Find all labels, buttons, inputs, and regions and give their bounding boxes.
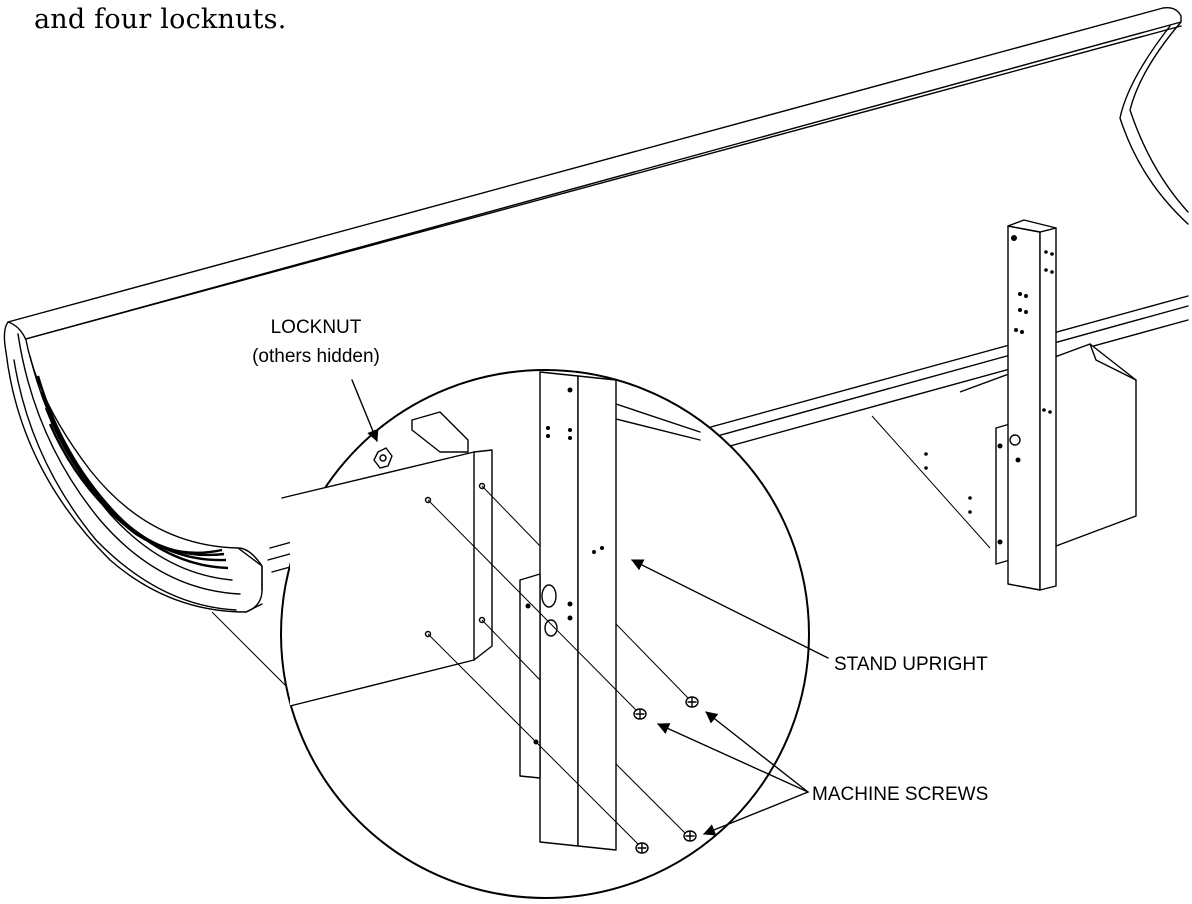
callouts: LOCKNUT (others hidden) STAND UPRIGHT MA…: [252, 317, 988, 836]
machine-screw-4: [683, 830, 697, 842]
machine-screw-3: [635, 842, 649, 854]
locknut-label: LOCKNUT: [271, 317, 362, 338]
detail-magnifier: [280, 369, 810, 899]
machine-screw-1: [633, 708, 647, 720]
stand-upright-label: STAND UPRIGHT: [834, 654, 988, 675]
machine-screws-leader-2: [657, 723, 809, 793]
locknut-sublabel: (others hidden): [252, 346, 380, 367]
right-stand: [871, 219, 1137, 591]
stand-upright-leader: [631, 559, 829, 659]
machine-screws-leader-1: [705, 711, 809, 793]
intro-text: and four locknuts.: [34, 4, 287, 35]
machine-screws-leader-3: [703, 791, 809, 836]
machine-screw-2: [685, 696, 699, 708]
locknut-leader: [351, 379, 379, 442]
machine-screws-label: MACHINE SCREWS: [812, 784, 988, 805]
